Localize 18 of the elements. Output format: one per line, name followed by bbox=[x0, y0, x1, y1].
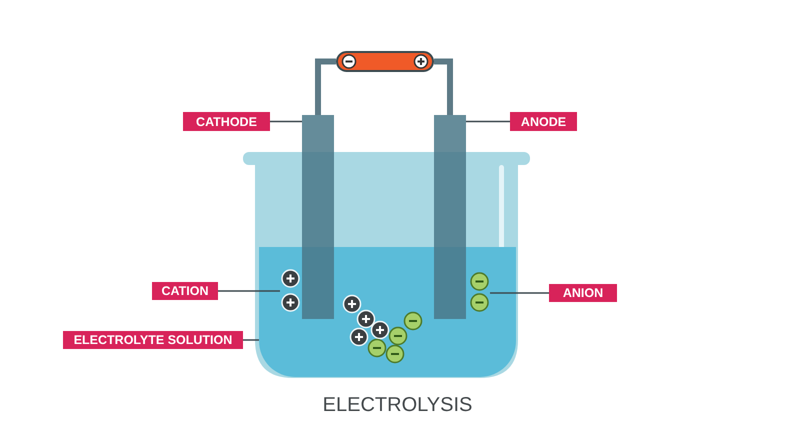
leader-line bbox=[243, 339, 259, 341]
part-label: CATHODE bbox=[183, 112, 270, 131]
battery-icon bbox=[336, 51, 434, 72]
part-label: ANION bbox=[549, 284, 617, 302]
leader-line bbox=[466, 120, 510, 122]
electrode bbox=[302, 115, 334, 319]
part-label: ELECTROLYTE SOLUTION bbox=[63, 331, 243, 349]
caption: ELECTROLYSIS bbox=[322, 394, 474, 417]
ion-pair-icon bbox=[469, 271, 490, 313]
leader-line bbox=[218, 290, 280, 292]
electrode bbox=[434, 115, 466, 319]
wire bbox=[315, 58, 336, 115]
leader-line bbox=[270, 120, 302, 122]
leader-line bbox=[490, 292, 549, 294]
part-label: CATION bbox=[152, 282, 218, 300]
part-label: ANODE bbox=[510, 112, 577, 131]
wire bbox=[434, 58, 453, 115]
ion-pair-icon bbox=[280, 268, 301, 313]
